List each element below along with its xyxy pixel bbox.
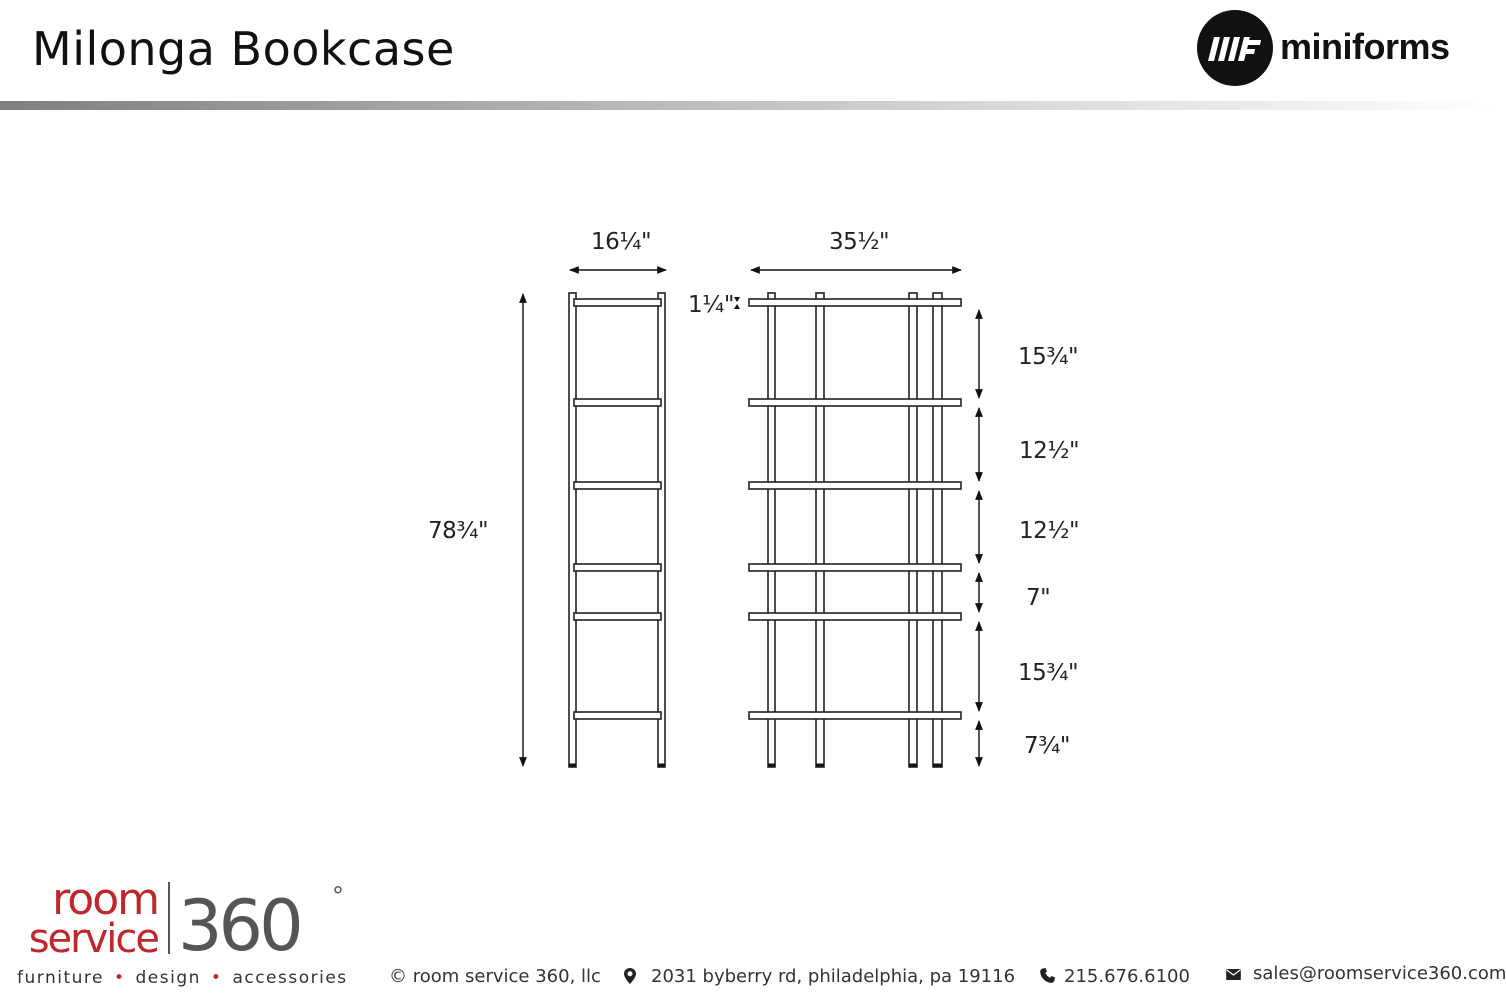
logo-word-service: service bbox=[29, 916, 159, 962]
width-label: 35½" bbox=[829, 229, 890, 255]
copyright-text: © room service 360, llc bbox=[389, 966, 601, 987]
gap-label-1: 15¾" bbox=[1018, 344, 1079, 370]
side-shelf bbox=[573, 398, 662, 407]
front-shelf bbox=[748, 612, 962, 621]
front-post bbox=[908, 292, 918, 768]
tagline-separator: • bbox=[210, 968, 223, 988]
front-post bbox=[815, 292, 825, 768]
logo-word-room: room bbox=[52, 874, 158, 925]
depth-label: 16¼" bbox=[591, 229, 652, 255]
front-post bbox=[932, 292, 943, 768]
miniforms-logo-icon bbox=[1197, 10, 1273, 86]
gap-label-5: 15¾" bbox=[1018, 660, 1079, 686]
email-text: sales@roomservice360.com bbox=[1253, 963, 1506, 984]
header-divider bbox=[0, 101, 1500, 110]
brand-name: miniforms bbox=[1280, 26, 1450, 67]
front-shelf bbox=[748, 481, 962, 490]
side-shelf bbox=[573, 612, 662, 621]
front-shelf bbox=[748, 398, 962, 407]
envelope-icon bbox=[1226, 969, 1241, 980]
front-shelf bbox=[748, 711, 962, 720]
front-view bbox=[748, 292, 962, 768]
page-title: Milonga Bookcase bbox=[32, 22, 455, 76]
tagline-word: design bbox=[135, 968, 201, 988]
tagline-word: accessories bbox=[232, 968, 348, 988]
address-text: 2031 byberry rd, philadelphia, pa 19116 bbox=[651, 966, 1016, 987]
logo-tagline: furniture • design • accessories bbox=[17, 968, 348, 988]
side-post-back bbox=[657, 292, 666, 768]
gap-label-4: 7" bbox=[1026, 585, 1051, 611]
tagline-word: furniture bbox=[17, 968, 104, 988]
side-shelf bbox=[573, 563, 662, 572]
front-shelf bbox=[748, 563, 962, 572]
height-label: 78¾" bbox=[428, 518, 489, 544]
side-view bbox=[568, 292, 666, 768]
gap-label-3: 12½" bbox=[1019, 518, 1080, 544]
room-service-360-logo: room service 360 ° bbox=[29, 874, 344, 967]
side-post-front bbox=[568, 292, 577, 768]
front-shelf bbox=[748, 298, 962, 307]
side-shelf bbox=[573, 298, 662, 307]
tagline-separator: • bbox=[113, 968, 126, 988]
side-shelf bbox=[573, 711, 662, 720]
logo-number-360: 360 bbox=[178, 885, 300, 967]
front-post bbox=[767, 292, 776, 768]
side-shelf bbox=[573, 481, 662, 490]
shelf-thickness-label: 1¼" bbox=[688, 292, 735, 318]
logo-degree: ° bbox=[332, 882, 344, 910]
phone-icon bbox=[1040, 968, 1055, 983]
location-pin-icon bbox=[624, 968, 636, 984]
gap-label-2: 12½" bbox=[1019, 438, 1080, 464]
base-clearance-label: 7¾" bbox=[1024, 733, 1071, 759]
phone-text: 215.676.6100 bbox=[1064, 966, 1190, 987]
